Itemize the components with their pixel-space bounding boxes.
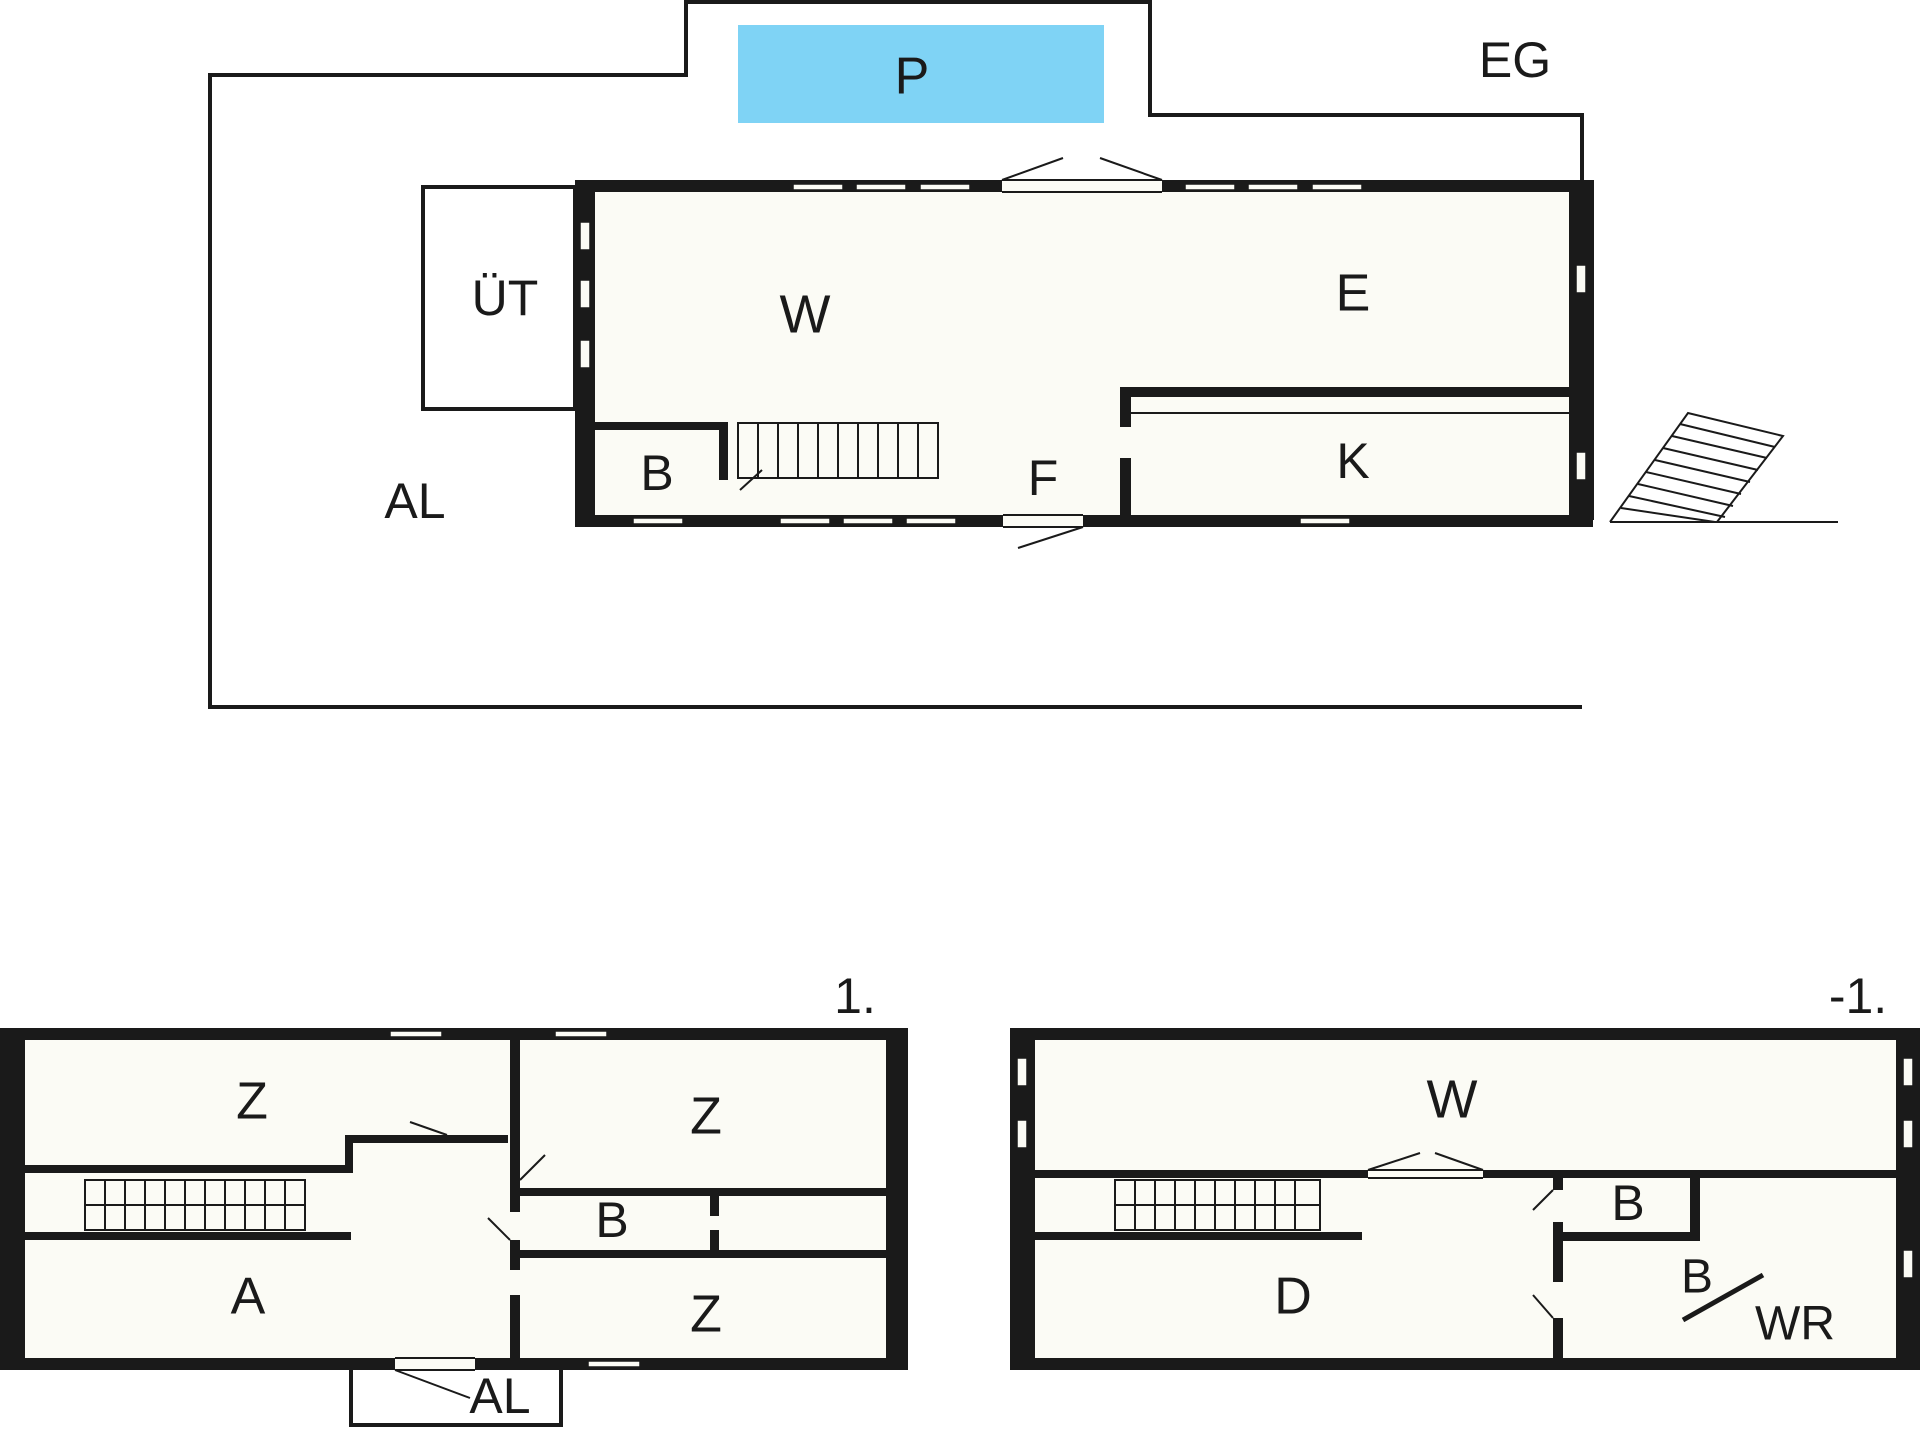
basement-window-left-2 bbox=[1016, 1119, 1028, 1149]
first-door-bedroom1 bbox=[409, 1121, 448, 1136]
basement-floor: -1. W B D B WR bbox=[1010, 968, 1920, 1370]
basement-wall-bath-right bbox=[1690, 1178, 1700, 1241]
first-wall-vertical-d bbox=[510, 1295, 520, 1360]
basement-door-wr bbox=[1532, 1294, 1554, 1319]
first-door-balcony bbox=[394, 1357, 475, 1399]
ground-wall-kitchen-left-b bbox=[1120, 458, 1131, 518]
ground-entry-door bbox=[1003, 514, 1084, 549]
first-stair bbox=[84, 1179, 306, 1231]
basement-wall-vertical-b bbox=[1553, 1222, 1563, 1282]
first-wall-bath-divider-b bbox=[710, 1230, 719, 1250]
basement-window-left-1 bbox=[1016, 1057, 1028, 1087]
first-wall-bath-divider-a bbox=[710, 1196, 719, 1216]
ground-window-top-3 bbox=[919, 183, 971, 191]
basement-door-bath bbox=[1532, 1189, 1554, 1211]
basement-wall-bath-bottom bbox=[1563, 1232, 1700, 1241]
ground-window-bottom-3 bbox=[842, 517, 894, 525]
ground-window-top-2 bbox=[855, 183, 907, 191]
first-wall-top bbox=[0, 1028, 908, 1040]
basement-wall-vertical-c bbox=[1553, 1318, 1563, 1360]
basement-wall-bottom bbox=[1010, 1358, 1920, 1370]
first-window-top-2 bbox=[554, 1030, 608, 1038]
first-wall-gallery-top bbox=[25, 1232, 351, 1240]
basement-bath-wr-slash bbox=[1681, 1272, 1765, 1323]
basement-window-right-3 bbox=[1902, 1249, 1914, 1279]
room-label-pool: P bbox=[895, 48, 930, 106]
basement-window-right-1 bbox=[1902, 1057, 1914, 1087]
ground-window-bottom-1 bbox=[632, 517, 684, 525]
room-label-gallery: A bbox=[231, 1268, 266, 1326]
ground-house-interior bbox=[575, 180, 1593, 525]
ground-window-right-1 bbox=[1575, 264, 1587, 294]
room-label-bath-wr-bottom: WR bbox=[1755, 1298, 1835, 1351]
room-label-hall: F bbox=[1028, 450, 1059, 506]
first-wall-right bbox=[886, 1028, 908, 1370]
ground-wall-bath-top bbox=[590, 422, 727, 430]
room-label-bath-first: B bbox=[595, 1192, 628, 1248]
ground-external-stair bbox=[1609, 411, 1838, 523]
ground-plot-edge-cover bbox=[1580, 520, 1600, 710]
room-label-bath-wr-top: B bbox=[1681, 1251, 1713, 1304]
room-label-kitchen: K bbox=[1336, 433, 1369, 489]
first-window-top-1 bbox=[389, 1030, 443, 1038]
ground-wall-bottom bbox=[575, 515, 1593, 527]
ground-wall-bath-right bbox=[719, 422, 728, 480]
first-floor: 1. Z Z B A Z AL bbox=[0, 968, 908, 1427]
first-floor-label: 1. bbox=[834, 968, 876, 1024]
first-wall-bedroom1 bbox=[25, 1135, 508, 1173]
room-label-bedroom-3: Z bbox=[690, 1286, 722, 1344]
room-label-outdoor: AL bbox=[384, 473, 445, 529]
ground-window-bottom-4 bbox=[905, 517, 957, 525]
room-label-dining: E bbox=[1336, 265, 1371, 323]
basement-interior bbox=[1010, 1028, 1920, 1370]
ground-window-bottom-5 bbox=[1299, 517, 1351, 525]
basement-wall-top bbox=[1010, 1028, 1920, 1040]
basement-floor-label: -1. bbox=[1829, 968, 1887, 1024]
basement-wall-hall-top bbox=[1035, 1232, 1362, 1240]
ground-window-top-1 bbox=[792, 183, 844, 191]
ground-window-left-1 bbox=[579, 221, 591, 251]
ground-wall-kitchen-top bbox=[1120, 387, 1570, 397]
basement-double-door bbox=[1367, 1152, 1484, 1179]
ground-floor-label: EG bbox=[1479, 32, 1551, 88]
room-label-basement-bath: B bbox=[1611, 1175, 1644, 1231]
room-label-basement-hallway: D bbox=[1274, 1268, 1312, 1326]
ground-window-top-4 bbox=[1184, 183, 1236, 191]
basement-wall-vertical-a bbox=[1553, 1178, 1563, 1190]
ground-window-top-5 bbox=[1247, 183, 1299, 191]
ground-bath-door bbox=[739, 469, 763, 491]
room-label-bedroom-2: Z bbox=[690, 1088, 722, 1146]
first-door-bedroom2 bbox=[519, 1154, 546, 1181]
ground-stair bbox=[737, 422, 939, 479]
room-label-bath: B bbox=[640, 445, 673, 501]
ground-window-right-2 bbox=[1575, 451, 1587, 481]
ground-window-left-3 bbox=[579, 339, 591, 369]
room-label-basement-living: W bbox=[1427, 1069, 1478, 1129]
first-wall-bath-bottom bbox=[515, 1250, 888, 1258]
first-window-bottom-1 bbox=[587, 1360, 641, 1368]
room-label-balcony: AL bbox=[469, 1368, 530, 1424]
ground-window-bottom-2 bbox=[779, 517, 831, 525]
pool bbox=[738, 25, 1104, 123]
first-wall-vertical-a bbox=[510, 1040, 520, 1180]
basement-window-right-2 bbox=[1902, 1119, 1914, 1149]
first-door-bath bbox=[487, 1217, 511, 1241]
first-wall-left bbox=[0, 1028, 25, 1370]
room-label-living: W bbox=[780, 284, 831, 344]
room-label-roof-terrace: ÜT bbox=[472, 270, 539, 326]
ground-floor: EG P W E K B F ÜT AL bbox=[208, 0, 1838, 710]
first-interior bbox=[0, 1028, 908, 1370]
ground-window-left-2 bbox=[579, 279, 591, 309]
ground-double-door-top bbox=[1001, 157, 1163, 193]
ground-window-top-6 bbox=[1311, 183, 1363, 191]
basement-stair bbox=[1114, 1179, 1321, 1231]
room-label-bedroom-1: Z bbox=[236, 1073, 268, 1131]
ground-wall-kitchen-left-a bbox=[1120, 387, 1131, 427]
first-wall-bath-top bbox=[515, 1188, 888, 1196]
